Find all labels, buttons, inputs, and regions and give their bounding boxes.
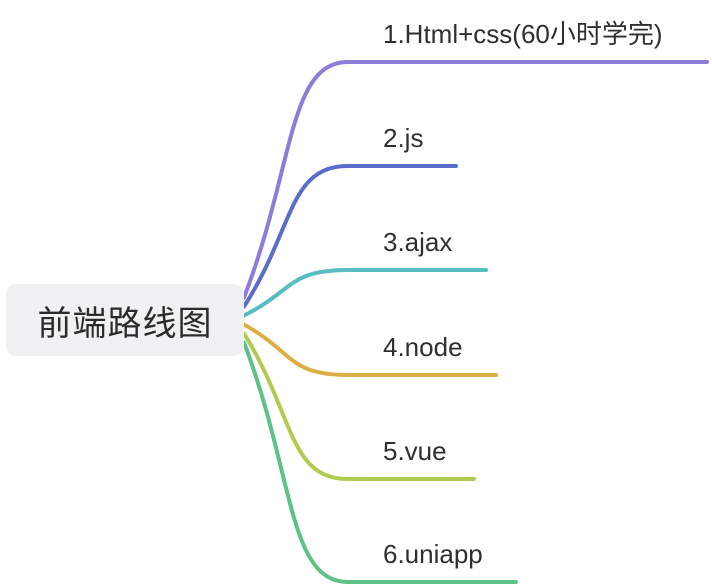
- branch-connector-2: [242, 164, 458, 309]
- branch-connector-4: [242, 322, 498, 377]
- branch-connector-1: [242, 60, 709, 300]
- branch-topic-1[interactable]: 1.Html+css(60小时学完): [383, 19, 663, 50]
- branch-topic-3[interactable]: 3.ajax: [383, 227, 453, 258]
- branch-topic-5[interactable]: 5.vue: [383, 436, 447, 467]
- root-topic[interactable]: 前端路线图: [6, 284, 244, 356]
- branch-topic-6[interactable]: 6.uniapp: [383, 539, 483, 570]
- root-topic-label: 前端路线图: [37, 304, 213, 343]
- branch-topic-2[interactable]: 2.js: [383, 123, 424, 154]
- branch-topic-4[interactable]: 4.node: [383, 332, 463, 363]
- branch-connector-6: [242, 340, 518, 584]
- branch-connector-3: [242, 268, 488, 318]
- branch-connector-5: [242, 331, 476, 481]
